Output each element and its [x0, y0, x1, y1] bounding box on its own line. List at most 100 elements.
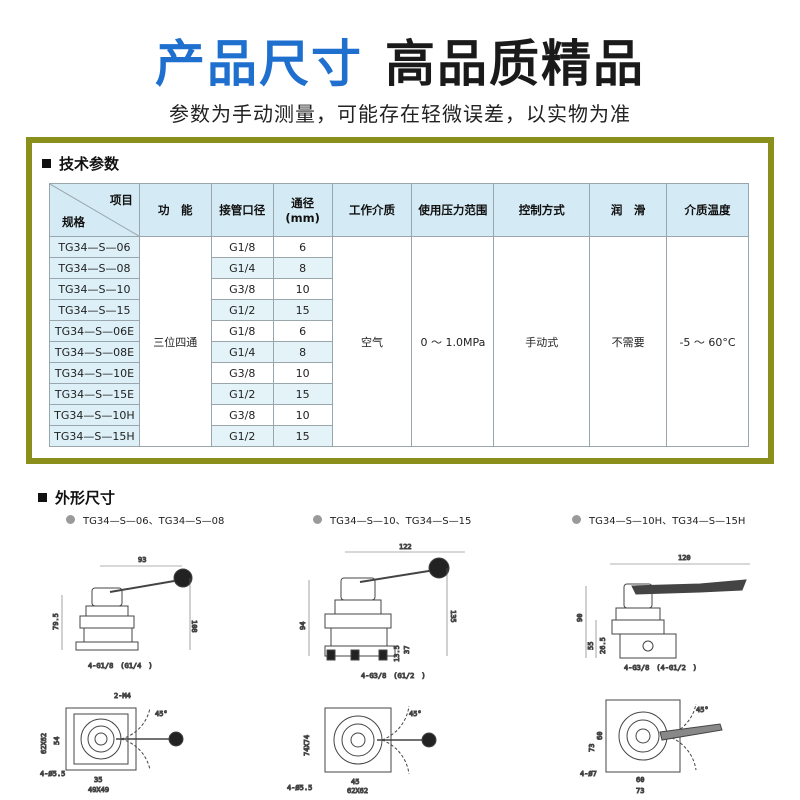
bore-cell: 15 — [272, 425, 333, 447]
col-header-temperature: 介质温度 — [666, 183, 749, 237]
plan-height: 62X62 — [40, 733, 48, 754]
col-header-pressure: 使用压力范围 — [411, 183, 495, 237]
diag-bottom-label: 规格 — [62, 215, 85, 229]
variant-label-2: TG34—S—10、TG34—S—15 — [313, 512, 471, 527]
spec-header-row: 项目 规格 功 能 接管口径 通径 (mm) 工作介质 使用压力范围 控制方式 … — [49, 183, 749, 237]
variant-text: TG34—S—10H、TG34—S—15H — [589, 516, 746, 527]
table-row: TG34—S—08 G1/4 8 — [49, 257, 749, 279]
plan-width: 60 — [636, 776, 644, 784]
col-header-bore: 通径 (mm) — [272, 183, 333, 237]
table-row: TG34—S—06 三位四通 G1/8 6 空气 0 ～ 1.0MPa 手动式 … — [49, 236, 749, 447]
bullet-square-icon — [42, 159, 51, 168]
variant-label-1: TG34—S—06、TG34—S—08 — [66, 512, 224, 527]
function-cell: 三位四通 — [138, 236, 212, 447]
col-header-control: 控制方式 — [493, 183, 591, 237]
pressure-cell: 0 ～ 1.0MPa — [411, 236, 495, 447]
drawing-valve-10h-15h: 120 90 55 26.5 4-G3/8 (4-G1/2 ) 45° 73 6… — [550, 540, 785, 796]
hole-note-top: 2-M4 — [114, 692, 131, 700]
title-black: 高品质精品 — [385, 35, 645, 93]
bore-cell: 15 — [272, 299, 333, 321]
dim-b: 37 — [403, 646, 411, 654]
spec-section-label: 技术参数 — [59, 155, 120, 173]
dim-a: 26.5 — [599, 637, 607, 654]
diag-header-cell: 项目 规格 — [49, 183, 140, 237]
spec-table: 项目 规格 功 能 接管口径 通径 (mm) 工作介质 使用压力范围 控制方式 … — [49, 183, 749, 447]
port-cell: G1/4 — [210, 257, 274, 279]
dimensions-section-label: 外形尺寸 — [55, 489, 116, 507]
port-cell: G1/2 — [210, 383, 274, 405]
dimensions-section-title: 外形尺寸 — [38, 487, 115, 508]
model-cell: TG34—S—06 — [49, 236, 140, 258]
spec-panel: 技术参数 项目 规格 功 能 接管口径 通径 (mm) 工作介质 使用压力范围 … — [26, 137, 774, 464]
diag-top-label: 项目 — [109, 193, 133, 207]
variant-text: TG34—S—10、TG34—S—15 — [330, 516, 472, 527]
title-blue: 产品尺寸 — [155, 35, 363, 93]
bore-cell: 8 — [272, 257, 333, 279]
port-note: 4-G3/8 (G1/2 ) — [361, 672, 426, 680]
bore-cell: 6 — [272, 236, 333, 258]
dim-height-total: 135 — [449, 610, 457, 623]
port-cell: G1/8 — [210, 236, 274, 258]
lubrication-cell: 不需要 — [589, 236, 668, 447]
bore-cell: 8 — [272, 341, 333, 363]
bore-cell: 6 — [272, 320, 333, 342]
plan-inner: 35 — [94, 776, 102, 784]
hole-note-bottom: 4-Ø5.5 — [287, 784, 312, 792]
dim-width-top: 122 — [399, 543, 412, 551]
col-header-function: 功 能 — [138, 183, 212, 237]
port-cell: G1/2 — [210, 299, 274, 321]
drawing-valve-06-08: 93 108 79.5 4-G1/8 (G1/4 ) 2-M4 45° 62X6… — [30, 540, 260, 795]
bore-cell: 10 — [272, 278, 333, 300]
plan-side: 54 — [53, 737, 61, 745]
plan-width: 62X62 — [347, 787, 368, 795]
page-subtitle: 参数为手动测量，可能存在轻微误差，以实物为准 — [169, 102, 631, 126]
col-header-lubrication: 润 滑 — [589, 183, 668, 237]
model-cell: TG34—S—15H — [49, 425, 140, 447]
bullet-dot-icon — [313, 515, 322, 524]
table-row: TG34—S—10E G3/8 10 — [49, 362, 749, 384]
dim-height-body: 79.5 — [52, 613, 60, 630]
dim-height-total: 90 — [576, 614, 584, 622]
port-cell: G3/8 — [210, 278, 274, 300]
temperature-cell: -5 ～ 60°C — [666, 236, 749, 447]
table-row: TG34—S—15E G1/2 15 — [49, 383, 749, 405]
medium-cell: 空气 — [331, 236, 413, 447]
variant-text: TG34—S—06、TG34—S—08 — [83, 516, 225, 527]
table-row: TG34—S—06E G1/8 6 — [49, 320, 749, 342]
port-note: 4-G3/8 (4-G1/2 ) — [624, 664, 697, 672]
dim-width-top: 120 — [678, 554, 691, 562]
port-cell: G1/8 — [210, 320, 274, 342]
bore-cell: 10 — [272, 404, 333, 426]
angle-label: 45° — [155, 710, 168, 718]
bullet-dot-icon — [572, 515, 581, 524]
model-cell: TG34—S—10E — [49, 362, 140, 384]
bullet-dot-icon — [66, 515, 75, 524]
col-header-port: 接管口径 — [210, 183, 274, 237]
dim-height-body: 94 — [299, 622, 307, 630]
dim-height-body: 55 — [587, 642, 595, 650]
bore-cell: 10 — [272, 362, 333, 384]
model-cell: TG34—S—08 — [49, 257, 140, 279]
variant-label-3: TG34—S—10H、TG34—S—15H — [572, 512, 745, 527]
plan-width-outer: 73 — [636, 787, 644, 795]
hole-note-bottom: 4-Ø5.5 — [40, 770, 65, 778]
bore-cell: 15 — [272, 383, 333, 405]
bullet-square-icon — [38, 493, 47, 502]
table-row: TG34—S—15 G1/2 15 — [49, 299, 749, 321]
angle-label: 45° — [696, 706, 709, 714]
dim-width-top: 93 — [138, 556, 146, 564]
model-cell: TG34—S—15 — [49, 299, 140, 321]
port-cell: G1/4 — [210, 341, 274, 363]
hole-note-bottom: 4-Ø7 — [580, 770, 597, 778]
port-cell: G3/8 — [210, 404, 274, 426]
model-cell: TG34—S—06E — [49, 320, 140, 342]
diagonal-line — [50, 184, 139, 236]
plan-width: 49X49 — [88, 786, 109, 794]
dim-a: 13.5 — [393, 645, 401, 662]
plan-height: 74X74 — [303, 735, 311, 756]
port-cell: G3/8 — [210, 362, 274, 384]
col-header-medium: 工作介质 — [331, 183, 413, 237]
model-cell: TG34—S—10 — [49, 278, 140, 300]
plan-inner: 60 — [596, 732, 604, 740]
plan-height: 73 — [588, 744, 596, 752]
